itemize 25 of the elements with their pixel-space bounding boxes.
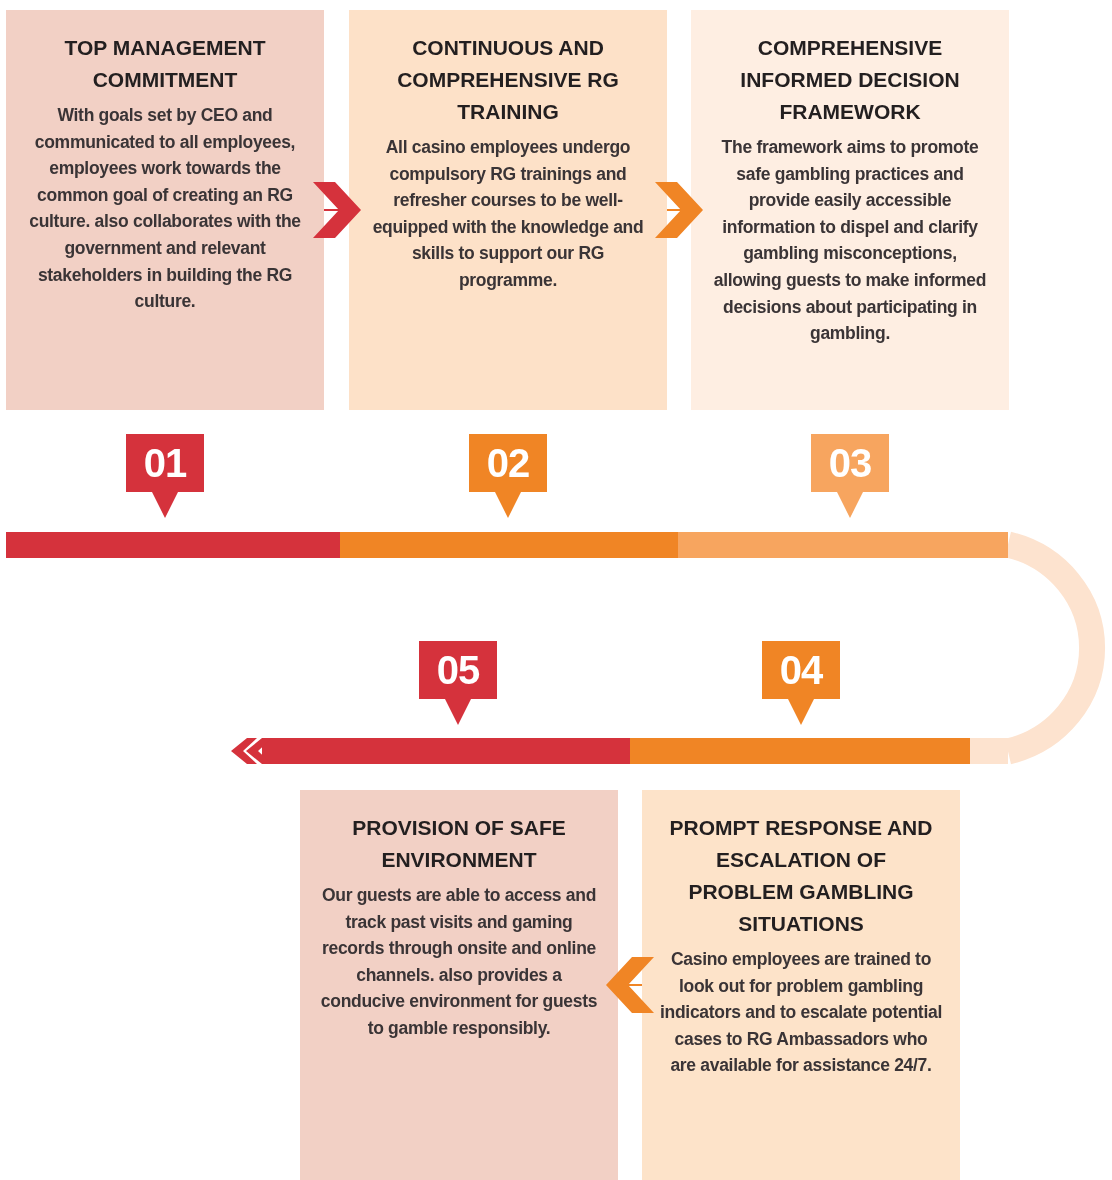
step-card bbox=[6, 10, 324, 410]
step-heading: COMPREHENSIVE INFORMED DECISION FRAMEWORK bbox=[739, 35, 961, 125]
step-card bbox=[300, 790, 618, 1180]
step-heading: PROVISION OF SAFE ENVIRONMENT bbox=[351, 815, 567, 873]
number-marker bbox=[762, 641, 840, 725]
step-number: 04 bbox=[778, 647, 824, 694]
number-marker bbox=[811, 434, 889, 518]
step-number: 03 bbox=[827, 440, 873, 487]
number-marker bbox=[469, 434, 547, 518]
number-marker bbox=[126, 434, 204, 518]
number-marker bbox=[419, 641, 497, 725]
step-card bbox=[691, 10, 1009, 410]
step-heading: PROMPT RESPONSE AND ESCALATION OF PROBLEM GAMBLING SITUATIONS bbox=[668, 815, 934, 937]
step-description: With goals set by CEO and communicated to all employees, employees work towards the common goal of creating an RG culture. also collaborates with the government and relevant stakeholders in building the RG culture. bbox=[28, 104, 302, 314]
step-heading: TOP MANAGEMENT COMMITMENT bbox=[63, 35, 267, 93]
step-card bbox=[349, 10, 667, 410]
step-description: All casino employees undergo compulsory RG trainings and refresher courses to be well-equipped with the knowledge and skills to support our RG programme. bbox=[371, 136, 645, 292]
step-number: 05 bbox=[435, 647, 481, 694]
step-description: The framework aims to promote safe gambling practices and provide easily accessible information to dispel and clarify gambling misconceptions, allowing guests to make informed decisions about participating in gambling. bbox=[712, 136, 988, 346]
step-number: 01 bbox=[142, 440, 188, 487]
step-description: Casino employees are trained to look out for problem gambling indicators and to escalate potential cases to RG Ambassadors who are available for assistance 24/7. bbox=[659, 948, 943, 1078]
step-number: 02 bbox=[485, 440, 531, 487]
step-description: Our guests are able to access and track past visits and gaming records through onsite and online channels. also provides a conducive environment for guests to gamble responsibly. bbox=[319, 884, 599, 1040]
step-heading: CONTINUOUS AND COMPREHENSIVE RG TRAINING bbox=[396, 35, 620, 125]
step-card bbox=[642, 790, 960, 1180]
